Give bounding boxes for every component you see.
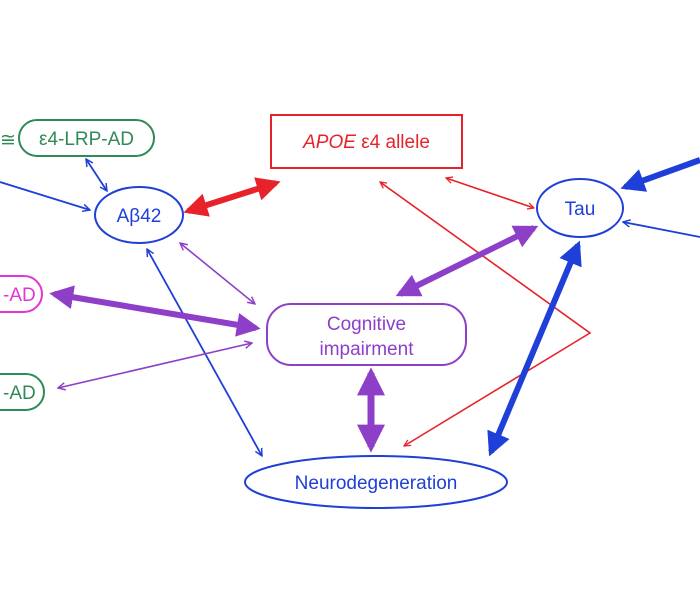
arrow-lrp-ab42 — [86, 159, 107, 191]
node-left-magenta-label: -AD — [3, 285, 36, 306]
arrow-right-tau-thick — [620, 157, 700, 192]
node-left-magenta: -AD — [0, 275, 43, 313]
node-lrp-ad-prefix: ≅ — [0, 130, 16, 151]
node-left-magenta-pill — [0, 275, 43, 313]
node-lrp-ad: ≅ ε4-LRP-AD — [0, 119, 155, 157]
arrow-cognitive-tau — [395, 225, 539, 297]
node-lrp-ad-label: ε4-LRP-AD — [39, 129, 134, 150]
node-left-green-label: -AD — [3, 383, 36, 404]
node-cognitive-line1: Cognitive — [327, 314, 406, 335]
node-ab42-label: Aβ42 — [117, 206, 162, 227]
node-neuro: Neurodegeneration — [244, 455, 508, 509]
arrow-left-ab42 — [0, 181, 90, 210]
arrow-ab42-neuro — [146, 249, 263, 456]
arrow-ab42-cognitive — [180, 243, 255, 304]
node-neuro-ellipse — [244, 455, 508, 509]
arrow-tau-neuro — [487, 240, 582, 457]
node-tau-label: Tau — [565, 199, 596, 220]
node-lrp-ad-pill — [18, 119, 155, 157]
arrows — [0, 157, 700, 457]
node-tau: Tau — [536, 178, 624, 238]
node-left-green: -AD — [0, 373, 45, 411]
node-cognitive-box — [266, 303, 467, 366]
arrow-right-tau-thin — [623, 222, 700, 238]
node-cognitive-line2: impairment — [320, 339, 415, 360]
node-apoe: APOE ε4 allele — [270, 114, 463, 169]
node-neuro-label: Neurodegeneration — [295, 473, 458, 494]
arrow-cognitive-left-thin — [58, 343, 252, 388]
node-tau-ellipse — [536, 178, 624, 238]
node-ab42: Aβ42 — [94, 186, 184, 244]
arrow-left-cognitive-thick — [49, 285, 261, 337]
node-apoe-label: APOE ε4 allele — [302, 132, 430, 153]
arrow-apoe-tau — [446, 178, 534, 208]
node-apoe-box — [270, 114, 463, 169]
arrow-ab42-apoe — [183, 177, 281, 217]
node-ab42-ellipse — [94, 186, 184, 244]
node-cognitive: Cognitive impairment — [266, 303, 467, 366]
node-left-green-pill — [0, 373, 45, 411]
